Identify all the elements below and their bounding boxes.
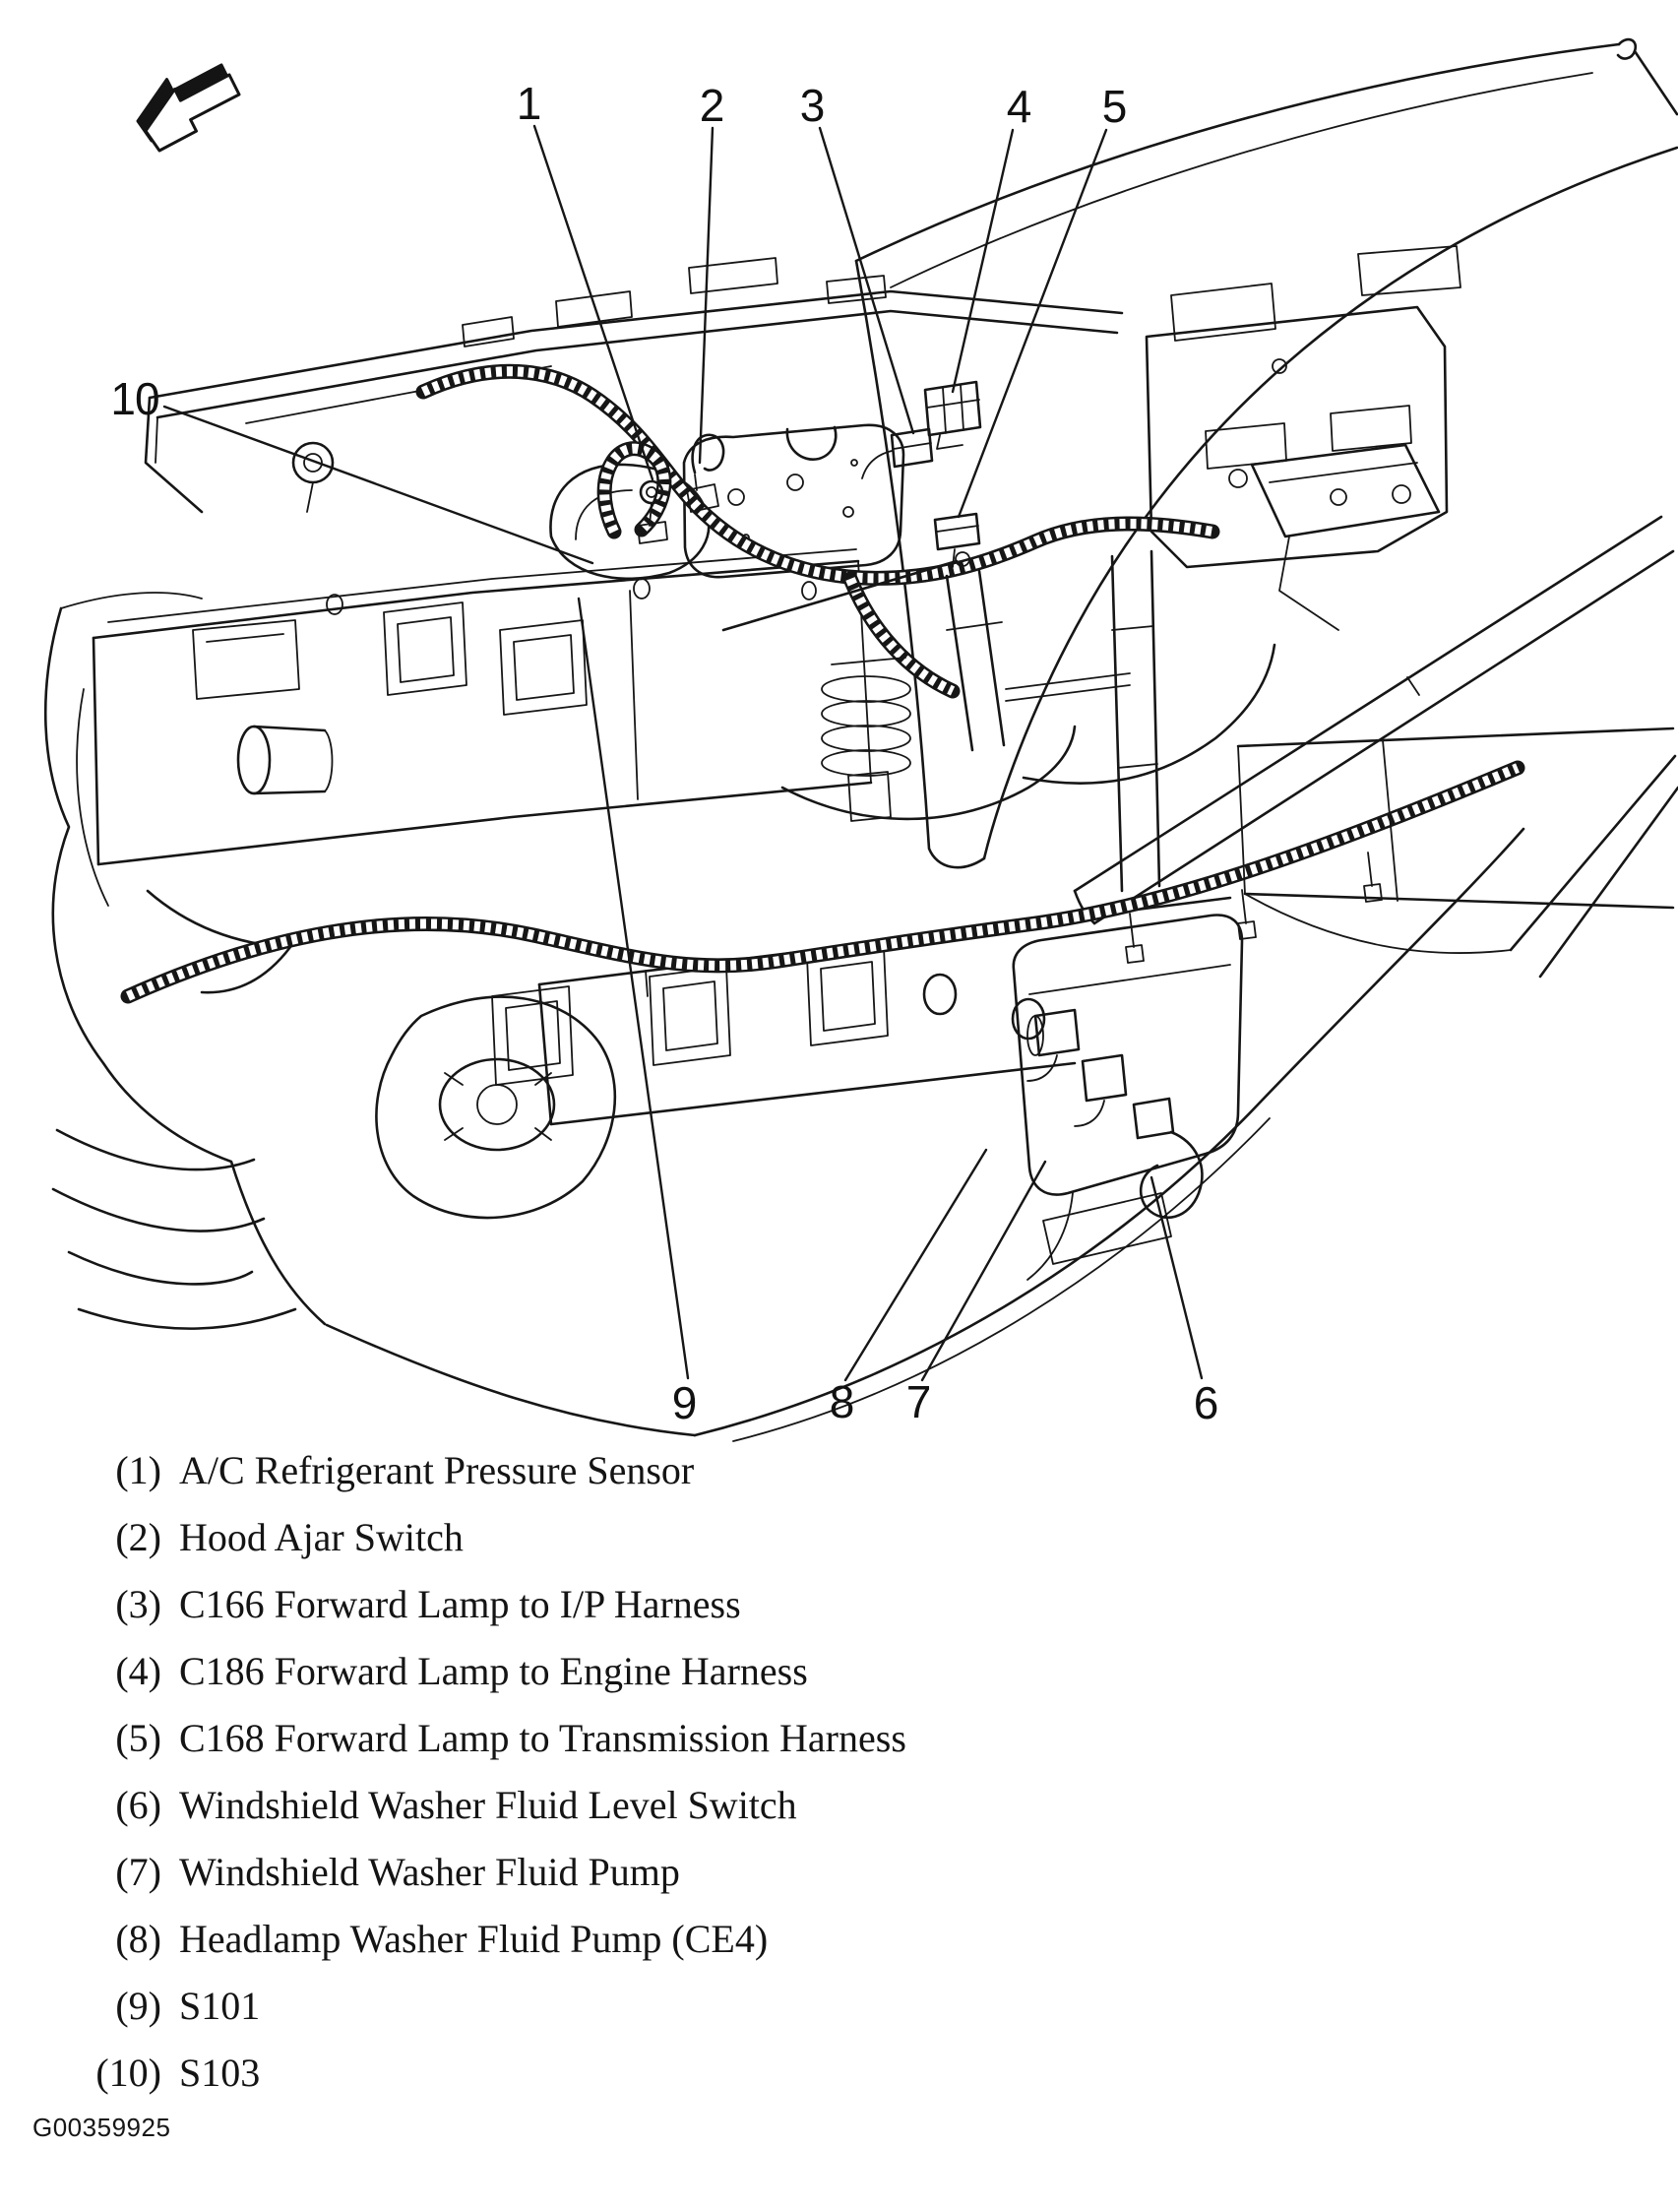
legend-item-label: S101 [179,1984,261,2028]
legend-item-number: (10) [95,2051,161,2095]
bumper-crossmember [491,896,1232,1126]
legend-item-number: (1) [115,1448,161,1492]
figure-code: G00359925 [32,2113,171,2142]
legend-item-9: (9) S101 [55,1983,1335,2050]
legend-item-number: (3) [115,1582,161,1626]
callout-8: 8 [829,1376,855,1427]
washer-reservoir-assembly [1012,914,1244,1281]
connector-c166 [861,427,934,479]
hood-panel [854,37,1678,869]
legend-item-label: C168 Forward Lamp to Transmission Harnes… [179,1716,906,1760]
legend-item-10: (10) S103 [55,2050,1335,2117]
callout-3: 3 [799,80,826,131]
park-lamp-cylinder [236,725,334,795]
callout-1: 1 [516,78,542,129]
legend-item-label: Windshield Washer Fluid Level Switch [179,1783,797,1827]
legend-item-6: (6) Windshield Washer Fluid Level Switch [55,1782,1335,1849]
connector-c186 [923,380,982,450]
legend-item-7: (7) Windshield Washer Fluid Pump [55,1849,1335,1916]
frame-beam [92,548,873,866]
headlamp-assembly [375,995,617,1220]
legend-item-1: (1) A/C Refrigerant Pressure Sensor [55,1447,1335,1514]
legend-item-number: (9) [115,1984,161,2028]
legend: (1) A/C Refrigerant Pressure Sensor (2) … [55,1447,1335,2117]
front-fascia [43,441,697,1437]
legend-item-number: (4) [115,1649,161,1693]
legend-item-label: A/C Refrigerant Pressure Sensor [179,1448,695,1492]
callout-5: 5 [1101,81,1128,132]
legend-item-3: (3) C166 Forward Lamp to I/P Harness [55,1581,1335,1648]
legend-item-number: (6) [115,1783,161,1827]
view-direction-arrow-icon [136,63,241,153]
forward-lamp-harness-lower [120,760,1525,1004]
legend-item-label: Headlamp Washer Fluid Pump (CE4) [179,1917,769,1961]
legend-item-label: C166 Forward Lamp to I/P Harness [179,1582,741,1626]
legend-item-label: C186 Forward Lamp to Engine Harness [179,1649,808,1693]
legend-item-number: (8) [115,1917,161,1961]
callout-leader-lines [162,124,1204,1382]
wheel-arch [693,827,1525,1442]
callout-2: 2 [699,80,725,131]
legend-item-label: S103 [179,2051,261,2095]
ac-pressure-sensor [637,479,668,544]
legend-item-2: (2) Hood Ajar Switch [55,1514,1335,1581]
callout-9: 9 [671,1377,698,1428]
callout-7: 7 [905,1376,932,1427]
hood-ajar-switch [686,433,725,513]
legend-item-5: (5) C168 Forward Lamp to Transmission Ha… [55,1715,1335,1782]
radiator-support [144,245,1461,514]
legend-item-8: (8) Headlamp Washer Fluid Pump (CE4) [55,1916,1335,1983]
callout-4: 4 [1006,81,1032,132]
legend-item-4: (4) C186 Forward Lamp to Engine Harness [55,1648,1335,1715]
right-frame-horn [1236,727,1678,979]
callout-6: 6 [1193,1377,1219,1428]
center-post [1110,549,1161,893]
legend-item-number: (5) [115,1716,161,1760]
legend-item-number: (7) [115,1850,161,1894]
legend-item-label: Windshield Washer Fluid Pump [179,1850,680,1894]
engine-mount-bracket [1250,443,1441,631]
suspension-strut [721,551,1276,822]
connector-c168 [933,512,981,568]
callout-10: 10 [110,373,159,424]
legend-item-number: (2) [115,1515,161,1559]
forward-lamp-harness-upper [415,363,1220,699]
legend-item-label: Hood Ajar Switch [179,1515,464,1559]
